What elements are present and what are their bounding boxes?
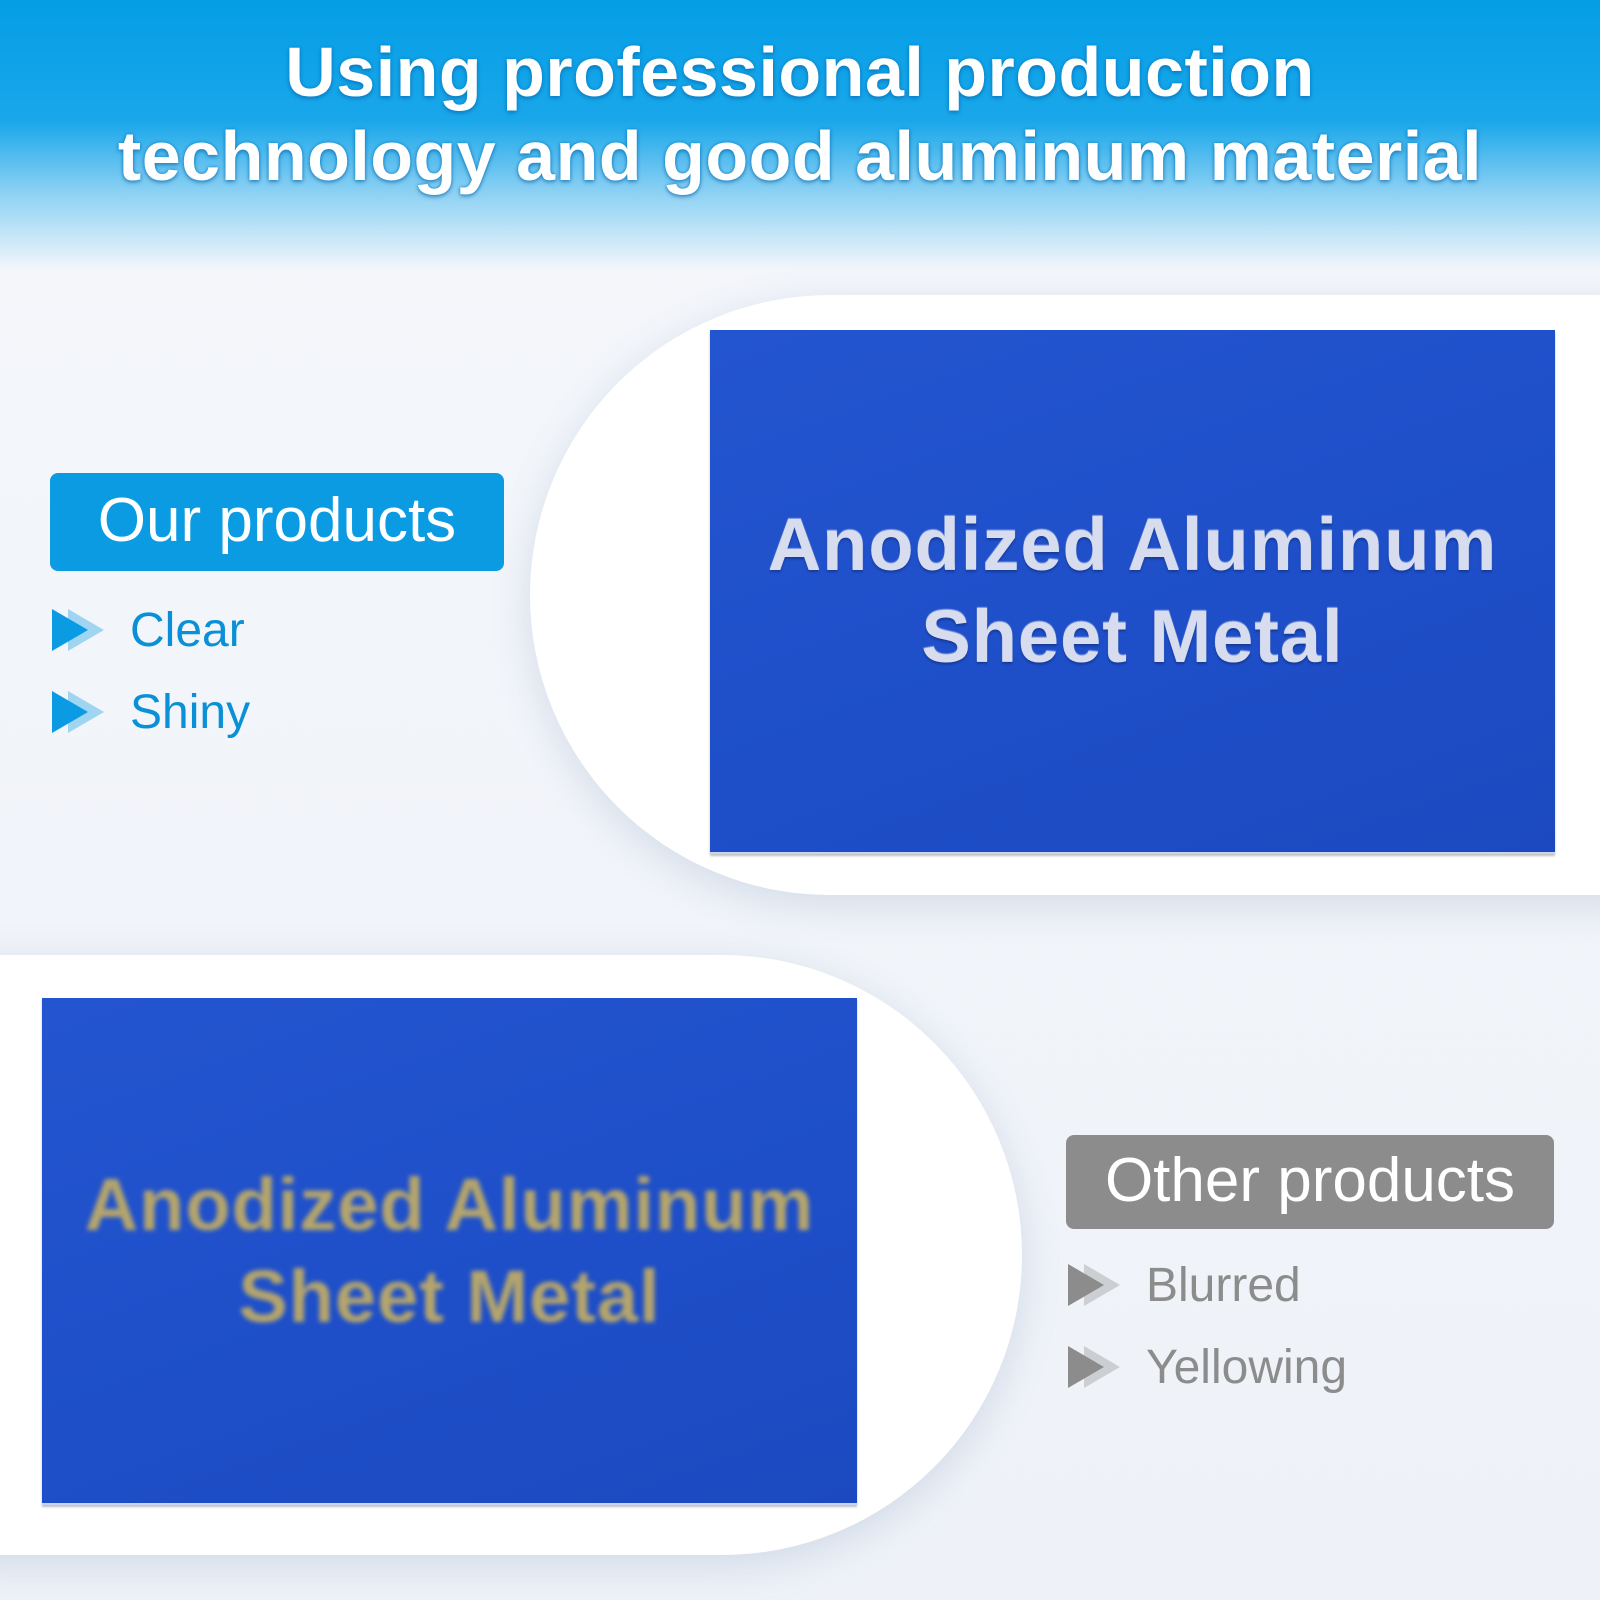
feature-shiny: Shiny — [52, 682, 250, 742]
double-arrow-right-icon — [1068, 1262, 1128, 1308]
headline-line-1: Using professional production — [285, 33, 1315, 111]
other-products-tag: Other products — [1066, 1135, 1554, 1229]
feature-clear: Clear — [52, 600, 245, 660]
our-sheet-text-line-1: Anodized Aluminum — [767, 503, 1498, 586]
header-banner: Using professional production technology… — [0, 0, 1600, 270]
feature-label: Blurred — [1146, 1258, 1301, 1312]
our-product-sheet-image: Anodized Aluminum Sheet Metal — [710, 330, 1555, 854]
other-product-sheet-image: Anodized Aluminum Sheet Metal — [42, 998, 857, 1505]
headline: Using professional production technology… — [0, 30, 1600, 198]
headline-line-2: technology and good aluminum material — [117, 117, 1483, 195]
our-sheet-text-line-2: Sheet Metal — [921, 595, 1344, 678]
other-sheet-text-line-2: Sheet Metal — [238, 1254, 661, 1338]
feature-label: Yellowing — [1146, 1340, 1348, 1394]
double-arrow-right-icon — [52, 607, 112, 653]
double-arrow-right-icon — [52, 689, 112, 735]
our-products-tag: Our products — [50, 473, 504, 571]
feature-label: Clear — [130, 603, 245, 657]
feature-blurred: Blurred — [1068, 1255, 1301, 1315]
other-sheet-text-line-1: Anodized Aluminum — [84, 1162, 815, 1246]
feature-label: Shiny — [130, 685, 251, 739]
feature-yellowing: Yellowing — [1068, 1337, 1347, 1397]
double-arrow-right-icon — [1068, 1344, 1128, 1390]
